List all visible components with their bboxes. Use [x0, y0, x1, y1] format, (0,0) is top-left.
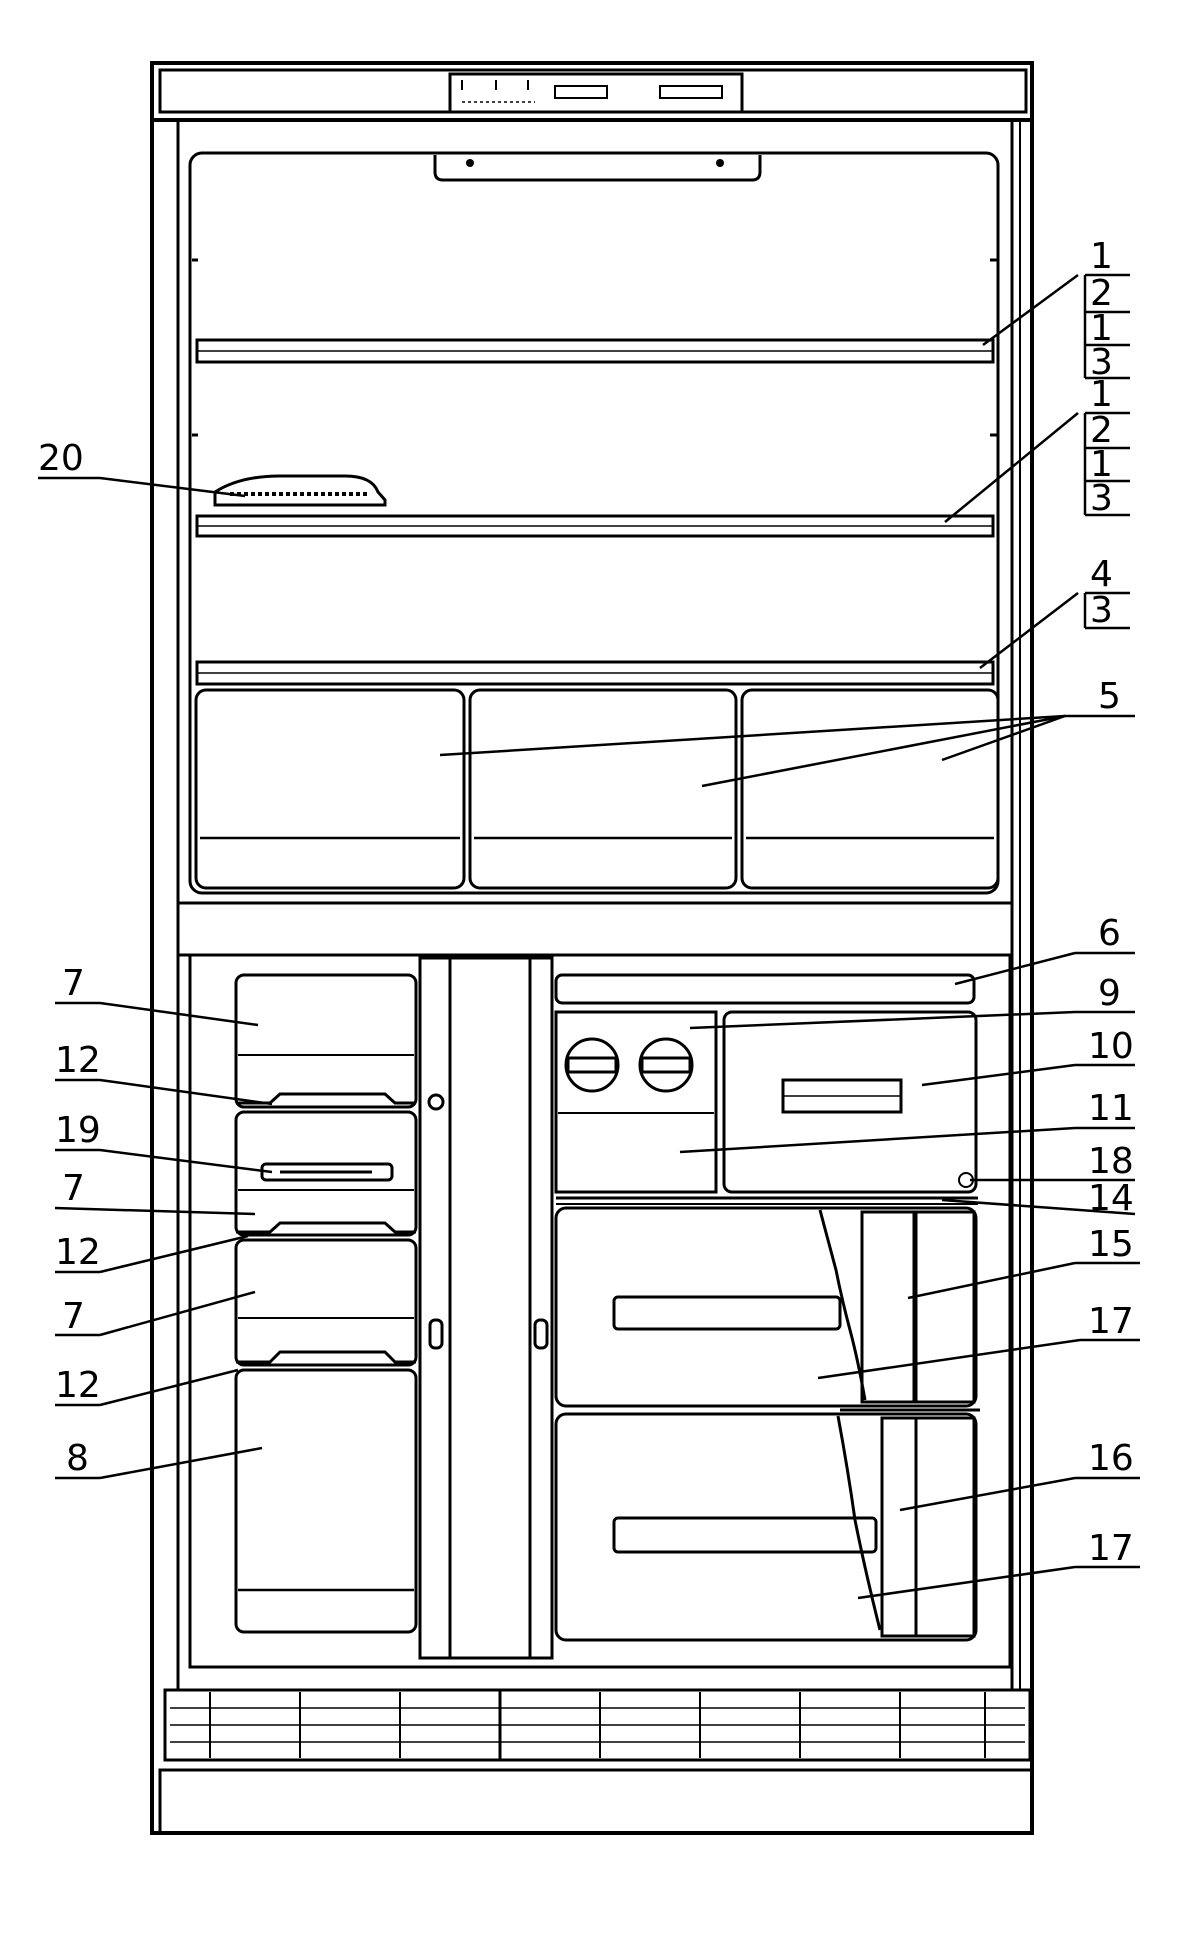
callout-6: 6	[1098, 913, 1121, 954]
center-mullion	[418, 956, 554, 1660]
callout-17-b: 17	[1088, 1528, 1134, 1569]
kick-plate	[158, 1768, 1034, 1835]
callout-20: 20	[38, 438, 84, 479]
drawer-seventeen-upper	[554, 1206, 978, 1408]
dial-box	[554, 1010, 718, 1194]
right-top-cover	[554, 973, 976, 1005]
lower-compartment	[188, 953, 1012, 1669]
callout-12-b: 12	[55, 1232, 101, 1273]
callout-12-c: 12	[55, 1365, 101, 1406]
callout-7-a: 7	[62, 963, 85, 1004]
callout-3-c: 3	[1090, 590, 1113, 631]
left-drawers	[234, 973, 418, 1634]
callout-19: 19	[55, 1110, 101, 1151]
egg-tray	[213, 474, 387, 507]
callout-15: 15	[1088, 1224, 1134, 1265]
upper-shelf-3	[195, 660, 995, 686]
callout-5: 5	[1098, 676, 1121, 717]
upper-shelf-2	[195, 514, 995, 538]
callout-8: 8	[66, 1438, 89, 1479]
box-ten	[722, 1010, 978, 1194]
cabinet	[150, 61, 1034, 1835]
callout-9: 9	[1098, 973, 1121, 1014]
crisper-drawers	[194, 688, 1000, 890]
leader-lines	[38, 273, 1140, 1600]
callout-2-a: 2	[1090, 273, 1113, 314]
callout-1-a: 1	[1090, 236, 1113, 277]
callout-17-a: 17	[1088, 1301, 1134, 1342]
callout-2-b: 2	[1090, 410, 1113, 451]
callout-1-b: 1	[1090, 308, 1113, 349]
callout-3-b: 3	[1090, 478, 1113, 519]
base-grille	[163, 1688, 1032, 1762]
upper-shelf-1	[195, 338, 995, 364]
callout-16: 16	[1088, 1438, 1134, 1479]
callout-1-c: 1	[1090, 374, 1113, 415]
control-panel	[448, 72, 744, 114]
callout-4: 4	[1090, 554, 1113, 595]
callout-14: 14	[1088, 1178, 1134, 1219]
callout-10: 10	[1088, 1026, 1134, 1067]
callout-11: 11	[1088, 1088, 1134, 1129]
callout-7-c: 7	[62, 1296, 85, 1337]
drawer-seventeen-lower	[554, 1412, 978, 1642]
callout-7-b: 7	[62, 1168, 85, 1209]
callout-12-a: 12	[55, 1040, 101, 1081]
callout-labels: 1 2 1 3 1 2 1 3 4 3 5 6 9 10 11 18 14 15…	[38, 236, 1134, 1569]
callout-18: 18	[1088, 1141, 1134, 1182]
callout-3-a: 3	[1090, 342, 1113, 383]
callout-1-d: 1	[1090, 444, 1113, 485]
upper-compartment	[188, 151, 1000, 895]
